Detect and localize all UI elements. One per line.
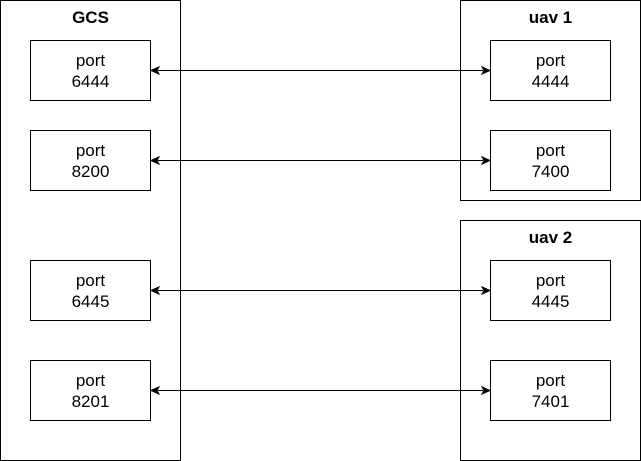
group-uav1: uav 1 port 4444 port 7400 <box>460 0 641 201</box>
group-uav1-title: uav 1 <box>529 8 572 27</box>
gcs-port-8201-node: port 8201 <box>30 360 151 421</box>
group-uav2: uav 2 port 4445 port 7401 <box>460 220 641 461</box>
arrowhead-left-icon <box>149 385 161 396</box>
connection-8200-7400 <box>149 155 492 166</box>
gcs-port-8201-label: port <box>76 371 106 390</box>
gcs-port-6445-label: port <box>76 271 106 290</box>
uav2-port-7401-number: 7401 <box>532 392 570 411</box>
gcs-port-8201-number: 8201 <box>72 392 110 411</box>
arrowhead-right-icon <box>480 285 492 296</box>
uav2-port-4445-label: port <box>536 271 566 290</box>
gcs-port-6445-node: port 6445 <box>30 260 151 321</box>
arrowhead-right-icon <box>480 65 492 76</box>
uav1-port-4444-label: port <box>536 51 566 70</box>
arrowhead-right-icon <box>480 385 492 396</box>
gcs-port-8200-node: port 8200 <box>30 130 151 191</box>
gcs-port-6444-number: 6444 <box>72 72 110 91</box>
uav2-port-4445-number: 4445 <box>532 292 570 311</box>
uav1-port-4444-node: port 4444 <box>490 40 611 101</box>
group-gcs: GCS port 6444 port 8200 port 6445 port 8… <box>0 0 181 461</box>
gcs-port-6444-label: port <box>76 51 106 70</box>
gcs-port-6444-node: port 6444 <box>30 40 151 101</box>
uav1-port-7400-number: 7400 <box>532 162 570 181</box>
uav2-port-4445-node: port 4445 <box>490 260 611 321</box>
uav2-port-7401-label: port <box>536 371 566 390</box>
arrowhead-left-icon <box>149 65 161 76</box>
uav2-port-7401-node: port 7401 <box>490 360 611 421</box>
uav1-port-7400-node: port 7400 <box>490 130 611 191</box>
connection-8201-7401 <box>149 385 492 396</box>
connection-6444-4444 <box>149 65 492 76</box>
arrowhead-left-icon <box>149 155 161 166</box>
group-uav2-container <box>460 220 641 461</box>
gcs-port-8200-label: port <box>76 141 106 160</box>
gcs-port-6445-number: 6445 <box>72 292 110 311</box>
arrowhead-left-icon <box>149 285 161 296</box>
connection-6445-4445 <box>149 285 492 296</box>
uav1-port-4444-number: 4444 <box>532 72 570 91</box>
group-uav2-title: uav 2 <box>529 228 572 247</box>
uav1-port-7400-label: port <box>536 141 566 160</box>
arrowhead-right-icon <box>480 155 492 166</box>
group-gcs-title: GCS <box>72 8 109 27</box>
gcs-port-8200-number: 8200 <box>72 162 110 181</box>
